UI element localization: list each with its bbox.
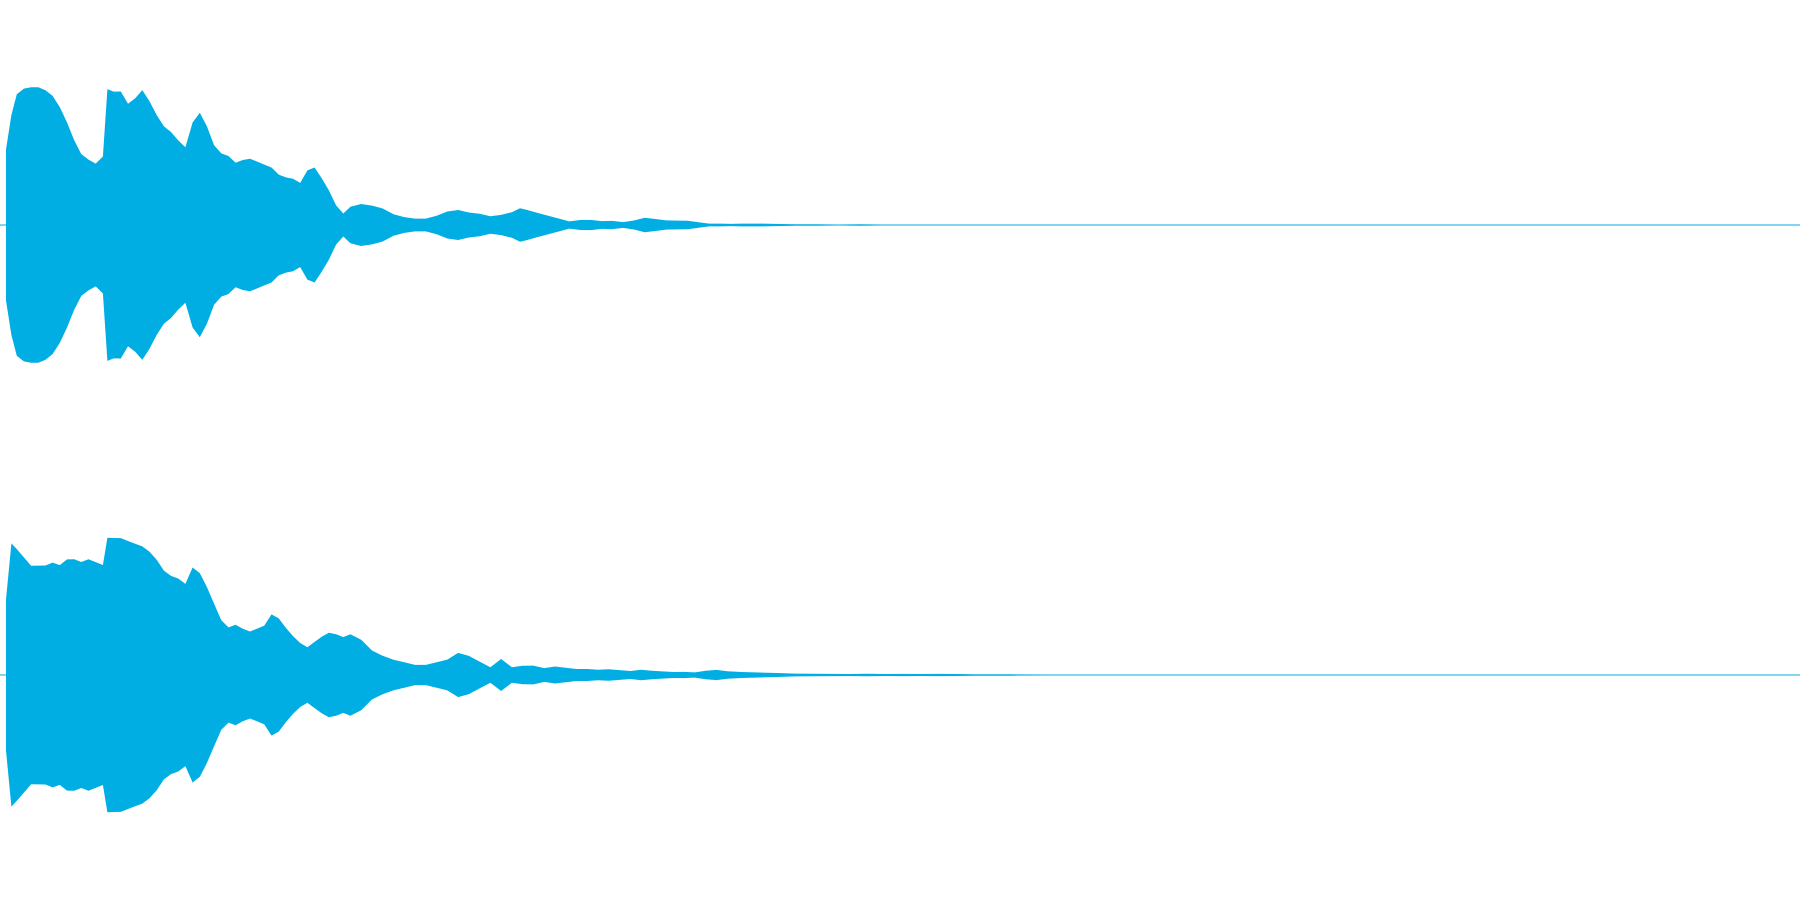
channel-1-waveform bbox=[6, 87, 1800, 363]
channel-2-waveform bbox=[6, 537, 1800, 813]
channel-track-1[interactable] bbox=[0, 87, 1800, 363]
channel-track-2[interactable] bbox=[0, 537, 1800, 813]
